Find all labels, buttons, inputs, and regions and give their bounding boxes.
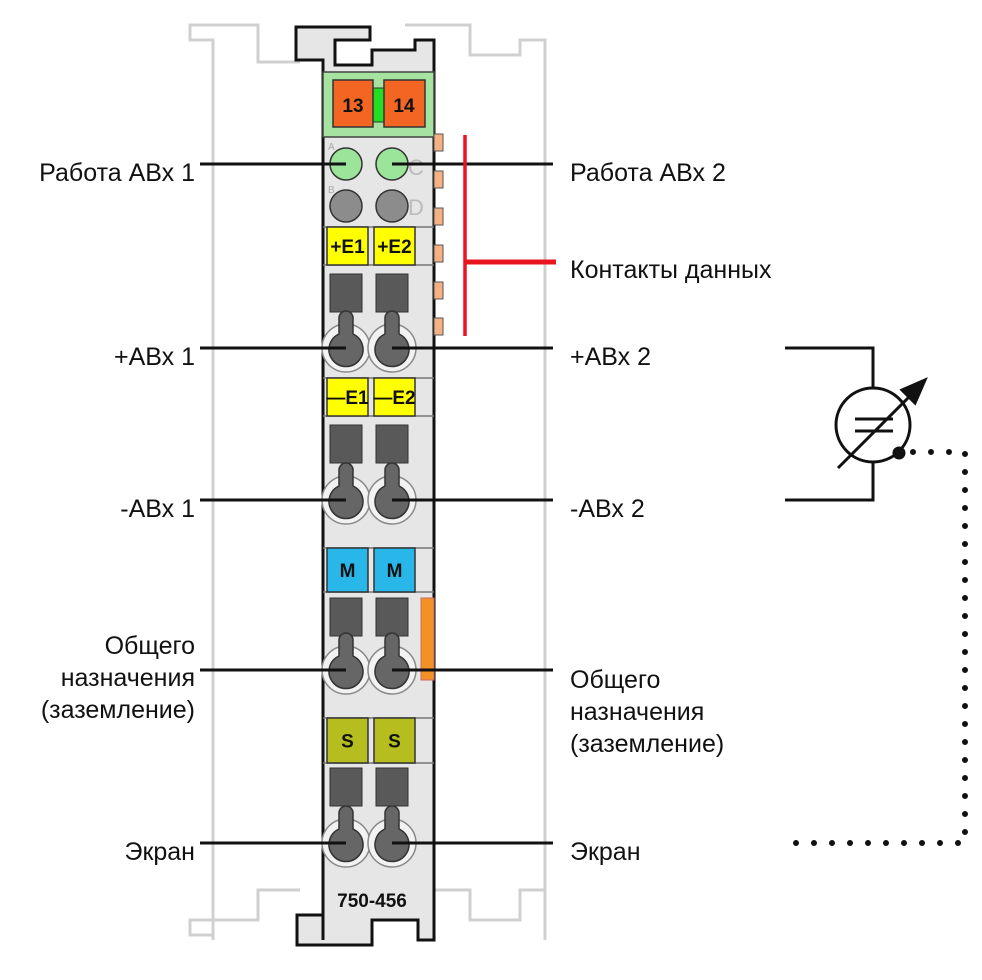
wire-entry-clamp[interactable] [374,310,410,368]
svg-text:D: D [408,195,424,220]
label-shield-2: Экран [570,838,641,866]
label-common-1: Общего [105,632,195,660]
din-rail-outline [188,23,547,940]
led-b [329,189,363,223]
label-common-2-line2: назначения [570,698,704,726]
terminal-label-text: M [340,561,356,582]
svg-text:C: C [408,155,424,180]
label-minus-1: -АВх 1 [120,495,195,523]
terminal-label-plus-1 [326,226,369,266]
terminal-label-plus-2 [373,226,416,266]
top-terminal-13: 13 [332,79,374,128]
wire-entry-clamp[interactable] [374,632,410,690]
label-common-1-line3: (заземление) [41,696,195,724]
label-data-contacts: Контакты данных [570,256,772,284]
release-button[interactable] [375,767,409,807]
left-labels: Работа АВх 1 +АВх 1 -АВх 1 Общего назнач… [39,159,195,866]
part-number: 750-456 [337,891,407,912]
terminal-label-common-2 [373,547,416,593]
label-run-2: Работа АВх 2 [570,159,726,187]
terminal-label-text: —E1 [326,388,369,409]
label-common-2-line3: (заземление) [570,730,724,758]
terminal-label-shield-1 [326,717,369,764]
svg-text:B: B [328,185,335,196]
svg-text:13: 13 [342,96,363,117]
status-leds: A B C D [328,142,424,223]
label-run-1: Работа АВх 1 [39,159,195,187]
svg-text:14: 14 [393,96,415,117]
terminal-label-text: +E2 [377,237,411,258]
label-plus-1: +АВх 1 [114,343,195,371]
terminal-label-text: +E1 [330,237,365,258]
terminal-label-minus-2 [373,377,416,417]
top-terminal-14: 14 [383,79,426,128]
terminal-label-minus-1 [326,377,369,417]
terminal-label-shield-2 [373,717,416,764]
right-labels: Работа АВх 2 Контакты данных +АВх 2 -АВх… [570,159,772,866]
terminal-label-text: S [341,732,354,753]
data-contacts-bracket [463,135,556,336]
label-common-2: Общего [570,666,660,694]
release-button[interactable] [375,273,409,313]
terminal-label-common-1 [326,547,369,593]
release-button[interactable] [329,424,363,464]
wire-entry-clamp[interactable] [374,462,410,520]
terminal-group-plus: +E1 +E2 [321,226,434,373]
wire-entry-clamp[interactable] [374,805,410,863]
release-button[interactable] [375,597,409,637]
label-plus-2: +АВх 2 [570,343,651,371]
terminal-label-text: —E2 [373,388,415,409]
label-common-1-line2: назначения [61,664,195,692]
label-shield-1: Экран [124,838,195,866]
release-button[interactable] [375,424,409,464]
release-button[interactable] [329,597,363,637]
power-jumper-contact [420,597,435,681]
adjustable-ac-dc-meter-icon [785,346,968,846]
data-contacts [433,133,444,336]
leader-lines [200,162,553,845]
release-button[interactable] [329,767,363,807]
led-d [375,189,409,223]
terminal-label-text: M [387,561,403,582]
terminal-label-text: S [388,732,401,753]
release-button[interactable] [329,273,363,313]
svg-text:A: A [328,142,335,153]
label-minus-2: -АВх 2 [570,495,645,523]
